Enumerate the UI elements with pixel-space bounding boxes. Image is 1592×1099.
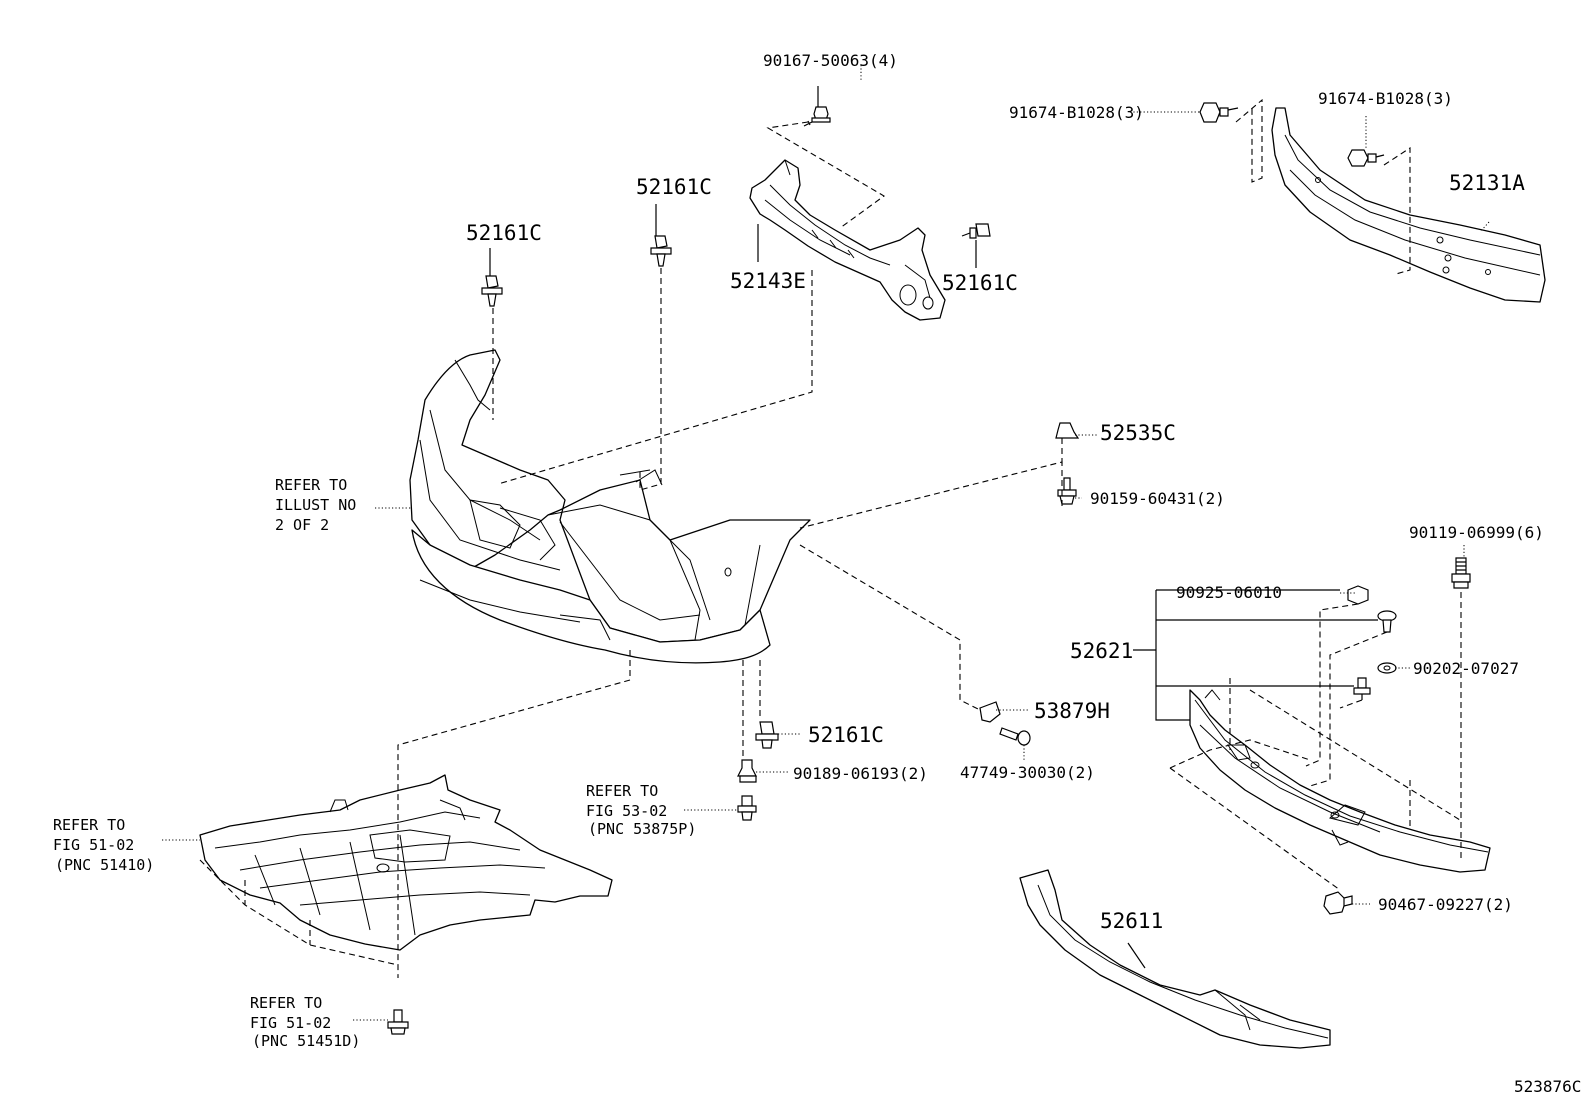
label-52161c-top-mid: 52161C: [636, 175, 712, 199]
clip-icon: [1323, 891, 1353, 915]
ref-illust-line2: ILLUST NO: [275, 496, 356, 514]
clip-icon: [1055, 422, 1080, 439]
ref-fig-53-02-line2: FIG 53-02: [586, 802, 667, 820]
clip-icon: [755, 721, 779, 749]
leader-lines: [162, 65, 1490, 1021]
ref-fig-51-02-b-line2: FIG 51-02: [250, 1014, 331, 1032]
label-90119-06999: 90119-06999(6): [1409, 523, 1544, 542]
reference-notes: REFER TO ILLUST NO 2 OF 2 REFER TO FIG 5…: [53, 476, 696, 1050]
bolt-icon: [387, 1009, 409, 1035]
engine-under-cover: [199, 774, 613, 951]
nut-icon: [1347, 585, 1369, 605]
flange-bolt-icon: [1347, 149, 1385, 167]
ref-illust-line1: REFER TO: [275, 476, 347, 494]
front-bumper-cover: [409, 349, 811, 664]
label-52131a: 52131A: [1449, 171, 1525, 195]
ref-fig-51-02-a-line2: FIG 51-02: [53, 836, 134, 854]
ref-fig-51-02-a-line3: (PNC 51410): [55, 856, 154, 874]
label-90189-06193: 90189-06193(2): [793, 764, 928, 783]
label-52535c: 52535C: [1100, 421, 1176, 445]
front-spoiler-52611: [1019, 869, 1331, 1049]
ref-illust-line3: 2 OF 2: [275, 516, 329, 534]
label-90167-50063: 90167-50063(4): [763, 51, 898, 70]
part-number-labels: 90167-50063(4) 91674-B1028(3) 91674-B102…: [466, 51, 1581, 1096]
ref-fig-51-02-b-line3: (PNC 51451D): [252, 1032, 360, 1050]
label-90159-60431: 90159-60431(2): [1090, 489, 1225, 508]
ref-fig-51-02-b-line1: REFER TO: [250, 994, 322, 1012]
diagram-id: 523876C: [1514, 1077, 1581, 1096]
push-rivet-icon: [1377, 610, 1397, 633]
label-90925-06010: 90925-06010: [1176, 583, 1282, 602]
label-53879h: 53879H: [1034, 699, 1110, 723]
label-90467-09227: 90467-09227(2): [1378, 895, 1513, 914]
label-52611: 52611: [1100, 909, 1163, 933]
clip-icon: [481, 275, 503, 307]
washer-icon: [1377, 662, 1397, 674]
label-52161c-right: 52161C: [942, 271, 1018, 295]
bolt-icon: [1057, 477, 1077, 505]
clip-icon: [961, 223, 991, 239]
screw-icon: [999, 727, 1031, 746]
bolt-icon: [1353, 677, 1371, 700]
bumper-absorber-52621: [1189, 689, 1491, 873]
label-52621: 52621: [1070, 639, 1133, 663]
label-47749-30030: 47749-30030(2): [960, 763, 1095, 782]
clip-icon: [650, 235, 672, 267]
grommet-icon: [737, 759, 757, 783]
bolt-icon: [737, 795, 757, 821]
label-90202-07027: 90202-07027: [1413, 659, 1519, 678]
ref-fig-53-02-line3: (PNC 53875P): [588, 820, 696, 838]
label-91674-b1028-right: 91674-B1028(3): [1318, 89, 1453, 108]
bolt-icon: [803, 106, 831, 127]
clip-icon: [979, 701, 1001, 723]
label-91674-b1028-left: 91674-B1028(3): [1009, 103, 1144, 122]
ref-fig-51-02-a-line1: REFER TO: [53, 816, 125, 834]
ref-fig-53-02-line1: REFER TO: [586, 782, 658, 800]
bolt-icon: [1451, 557, 1471, 589]
bumper-reinforcement-52131a: [1271, 107, 1546, 303]
fastener-icons: [387, 102, 1471, 1035]
label-52143e: 52143E: [730, 269, 806, 293]
label-52161c-top-left: 52161C: [466, 221, 542, 245]
flange-bolt-icon: [1199, 102, 1239, 123]
bumper-retainer-52143e: [749, 159, 946, 321]
label-52161c-bottom: 52161C: [808, 723, 884, 747]
